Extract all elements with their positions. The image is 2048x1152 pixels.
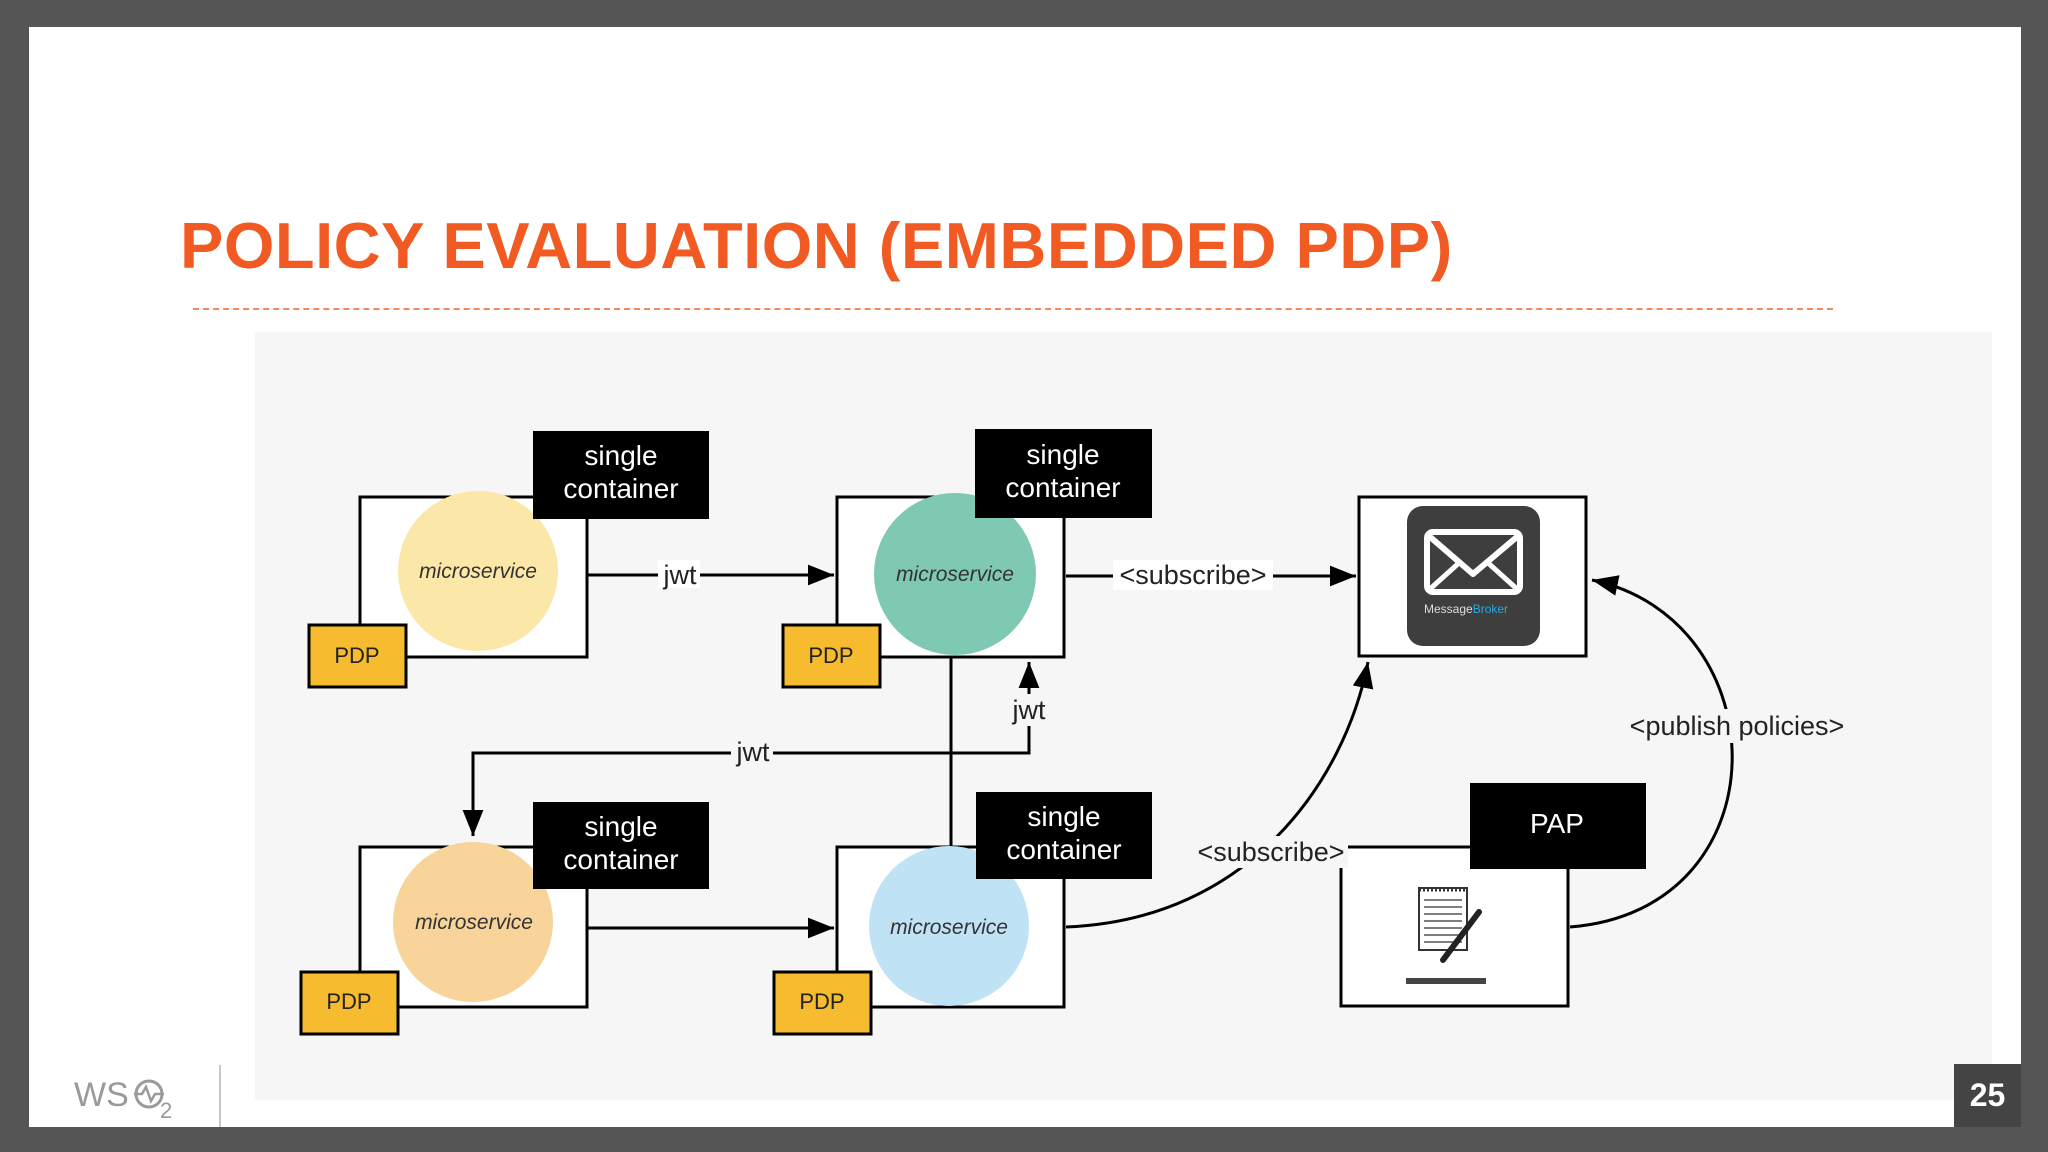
edge-label-bg bbox=[1006, 694, 1052, 726]
edge-label-bg bbox=[1194, 836, 1348, 868]
edge-label-jwt-vertical: jwt bbox=[1012, 695, 1046, 725]
container-2-label-line1: single bbox=[1026, 439, 1099, 470]
microservice-4-label: microservice bbox=[890, 916, 1008, 939]
edge-label-bg bbox=[1618, 709, 1858, 743]
container-3: microservice single container PDP bbox=[299, 802, 709, 1036]
edge-label-bg bbox=[731, 738, 773, 766]
container-4: microservice single container PDP bbox=[772, 792, 1152, 1036]
edge-label-subscribe-top: <subscribe> bbox=[1119, 560, 1266, 590]
edge-label-jwt-top: jwt bbox=[663, 560, 697, 590]
logo-text-2: 2 bbox=[160, 1098, 172, 1122]
page-number: 25 bbox=[1954, 1064, 2021, 1127]
wso2-logo: WS 2 bbox=[74, 1076, 172, 1122]
microservice-1-label: microservice bbox=[419, 560, 537, 583]
microservice-3-label: microservice bbox=[415, 911, 533, 934]
pdp-1-box bbox=[307, 623, 408, 689]
pdp-3-box bbox=[299, 970, 400, 1036]
microservice-2-circle bbox=[874, 493, 1036, 655]
message-broker-caption: MessageBroker bbox=[1424, 602, 1508, 616]
container-4-label-line2: container bbox=[1006, 834, 1121, 865]
edge-label-publish: <publish policies> bbox=[1630, 711, 1845, 741]
pdp-4-box bbox=[772, 970, 873, 1036]
edge-label-bg bbox=[1113, 560, 1273, 590]
container-1-label-line2: container bbox=[563, 473, 678, 504]
logo-pulse bbox=[134, 1084, 164, 1104]
notepad-pen-icon bbox=[1406, 887, 1486, 984]
container-3-label-line1: single bbox=[584, 811, 657, 842]
container-3-label-line2: container bbox=[563, 844, 678, 875]
container-2-label-line2: container bbox=[1005, 472, 1120, 503]
pdp-3-label: PDP bbox=[326, 989, 371, 1014]
logo-text-wso: WS bbox=[74, 1076, 129, 1114]
envelope-icon bbox=[1424, 529, 1523, 595]
message-broker: MessageBroker bbox=[1357, 495, 1588, 658]
container-1-label-box bbox=[533, 431, 709, 519]
container-1: microservice single container PDP bbox=[307, 431, 709, 689]
edge-label-subscribe-bottom: <subscribe> bbox=[1197, 837, 1344, 867]
pap-label-box bbox=[1470, 783, 1646, 869]
edge-publish-pap-broker bbox=[1569, 575, 1734, 929]
pdp-4-label: PDP bbox=[799, 989, 844, 1014]
edge-label-jwt-middle: jwt bbox=[736, 737, 770, 767]
container-1-label-line1: single bbox=[584, 440, 657, 471]
microservice-1-circle bbox=[398, 491, 558, 651]
pap: PAP bbox=[1339, 783, 1646, 1008]
pdp-2-label: PDP bbox=[808, 643, 853, 668]
container-2: microservice single container PDP bbox=[781, 429, 1152, 689]
microservice-2-label: microservice bbox=[896, 563, 1014, 586]
footer-divider bbox=[219, 1065, 221, 1127]
microservice-3-circle bbox=[393, 842, 553, 1002]
title-divider bbox=[193, 308, 1833, 310]
edge-label-bg bbox=[658, 560, 700, 588]
pap-label: PAP bbox=[1530, 808, 1584, 839]
microservice-4-circle bbox=[869, 846, 1029, 1006]
slide-title: POLICY EVALUATION (EMBEDDED PDP) bbox=[180, 209, 1453, 282]
container-4-label-line1: single bbox=[1027, 801, 1100, 832]
container-2-label-box bbox=[975, 429, 1152, 518]
pdp-1-label: PDP bbox=[334, 643, 379, 668]
